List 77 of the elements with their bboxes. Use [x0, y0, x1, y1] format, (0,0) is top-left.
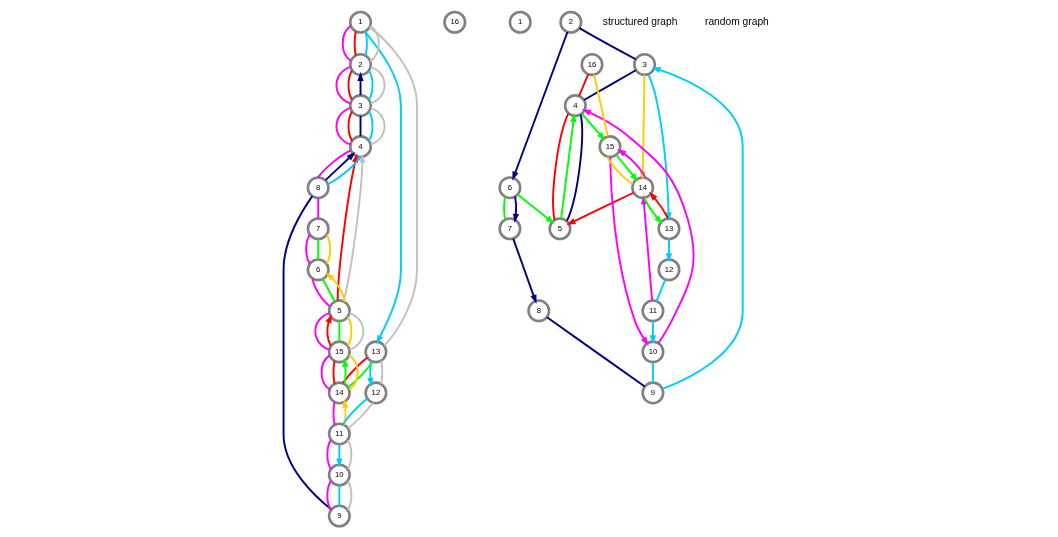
connector — [346, 315, 353, 347]
connector — [348, 312, 365, 351]
connector — [347, 69, 353, 101]
connector — [321, 278, 336, 303]
connector — [314, 312, 331, 351]
connector — [368, 110, 374, 142]
arrow — [649, 320, 657, 345]
arrow — [324, 152, 356, 182]
connector — [317, 197, 320, 220]
connector — [655, 278, 667, 303]
connector — [552, 112, 570, 221]
connector — [369, 24, 380, 63]
connector — [338, 484, 341, 507]
connector — [583, 69, 637, 101]
connector — [347, 110, 353, 142]
connector — [326, 439, 332, 470]
arrow — [615, 154, 639, 182]
arrow — [336, 443, 343, 468]
connector — [326, 155, 362, 186]
arrow — [582, 109, 695, 344]
arrow — [512, 31, 569, 181]
connector — [606, 155, 634, 185]
connector — [353, 30, 357, 57]
connector — [364, 30, 368, 57]
connector — [338, 320, 341, 343]
connector — [335, 106, 352, 146]
arrow — [580, 112, 606, 141]
arrow — [342, 153, 366, 303]
connector — [320, 354, 331, 391]
connector — [311, 277, 331, 308]
connector — [332, 401, 336, 426]
connector — [332, 359, 336, 385]
connector — [317, 238, 320, 261]
connector — [578, 73, 590, 97]
arrow — [336, 153, 359, 302]
arrow — [342, 398, 349, 427]
connector — [317, 149, 352, 179]
arrow — [325, 314, 332, 347]
arrow — [665, 238, 673, 263]
connector — [335, 65, 352, 105]
connector — [341, 397, 369, 426]
connector — [282, 195, 333, 511]
arrow — [647, 73, 672, 222]
arrow — [649, 191, 669, 220]
arrow — [364, 30, 402, 345]
connector — [565, 113, 583, 222]
arrow — [512, 195, 520, 223]
arrow — [512, 237, 537, 304]
arrow — [516, 193, 555, 224]
arrow — [643, 197, 663, 225]
connector — [341, 24, 352, 62]
arrow — [325, 272, 346, 303]
connector — [369, 106, 386, 146]
connector — [651, 361, 654, 384]
connector — [348, 354, 359, 391]
connector — [359, 114, 362, 138]
connector — [346, 439, 353, 470]
arrow — [560, 112, 577, 220]
arrow — [651, 66, 744, 390]
label: structured graph — [602, 15, 678, 27]
connector — [578, 27, 637, 61]
connector — [347, 401, 374, 430]
connector — [368, 26, 418, 347]
connector — [326, 480, 332, 512]
connector — [346, 480, 353, 512]
connector — [325, 233, 332, 265]
connector — [369, 65, 386, 105]
arrow — [342, 357, 349, 385]
connector — [305, 233, 311, 265]
label: random graph — [705, 15, 769, 27]
connector — [546, 316, 646, 388]
connector — [503, 195, 507, 221]
connector — [368, 69, 374, 101]
connector — [341, 356, 369, 385]
arrow — [566, 191, 635, 225]
connector — [593, 73, 609, 138]
connector — [380, 359, 384, 385]
